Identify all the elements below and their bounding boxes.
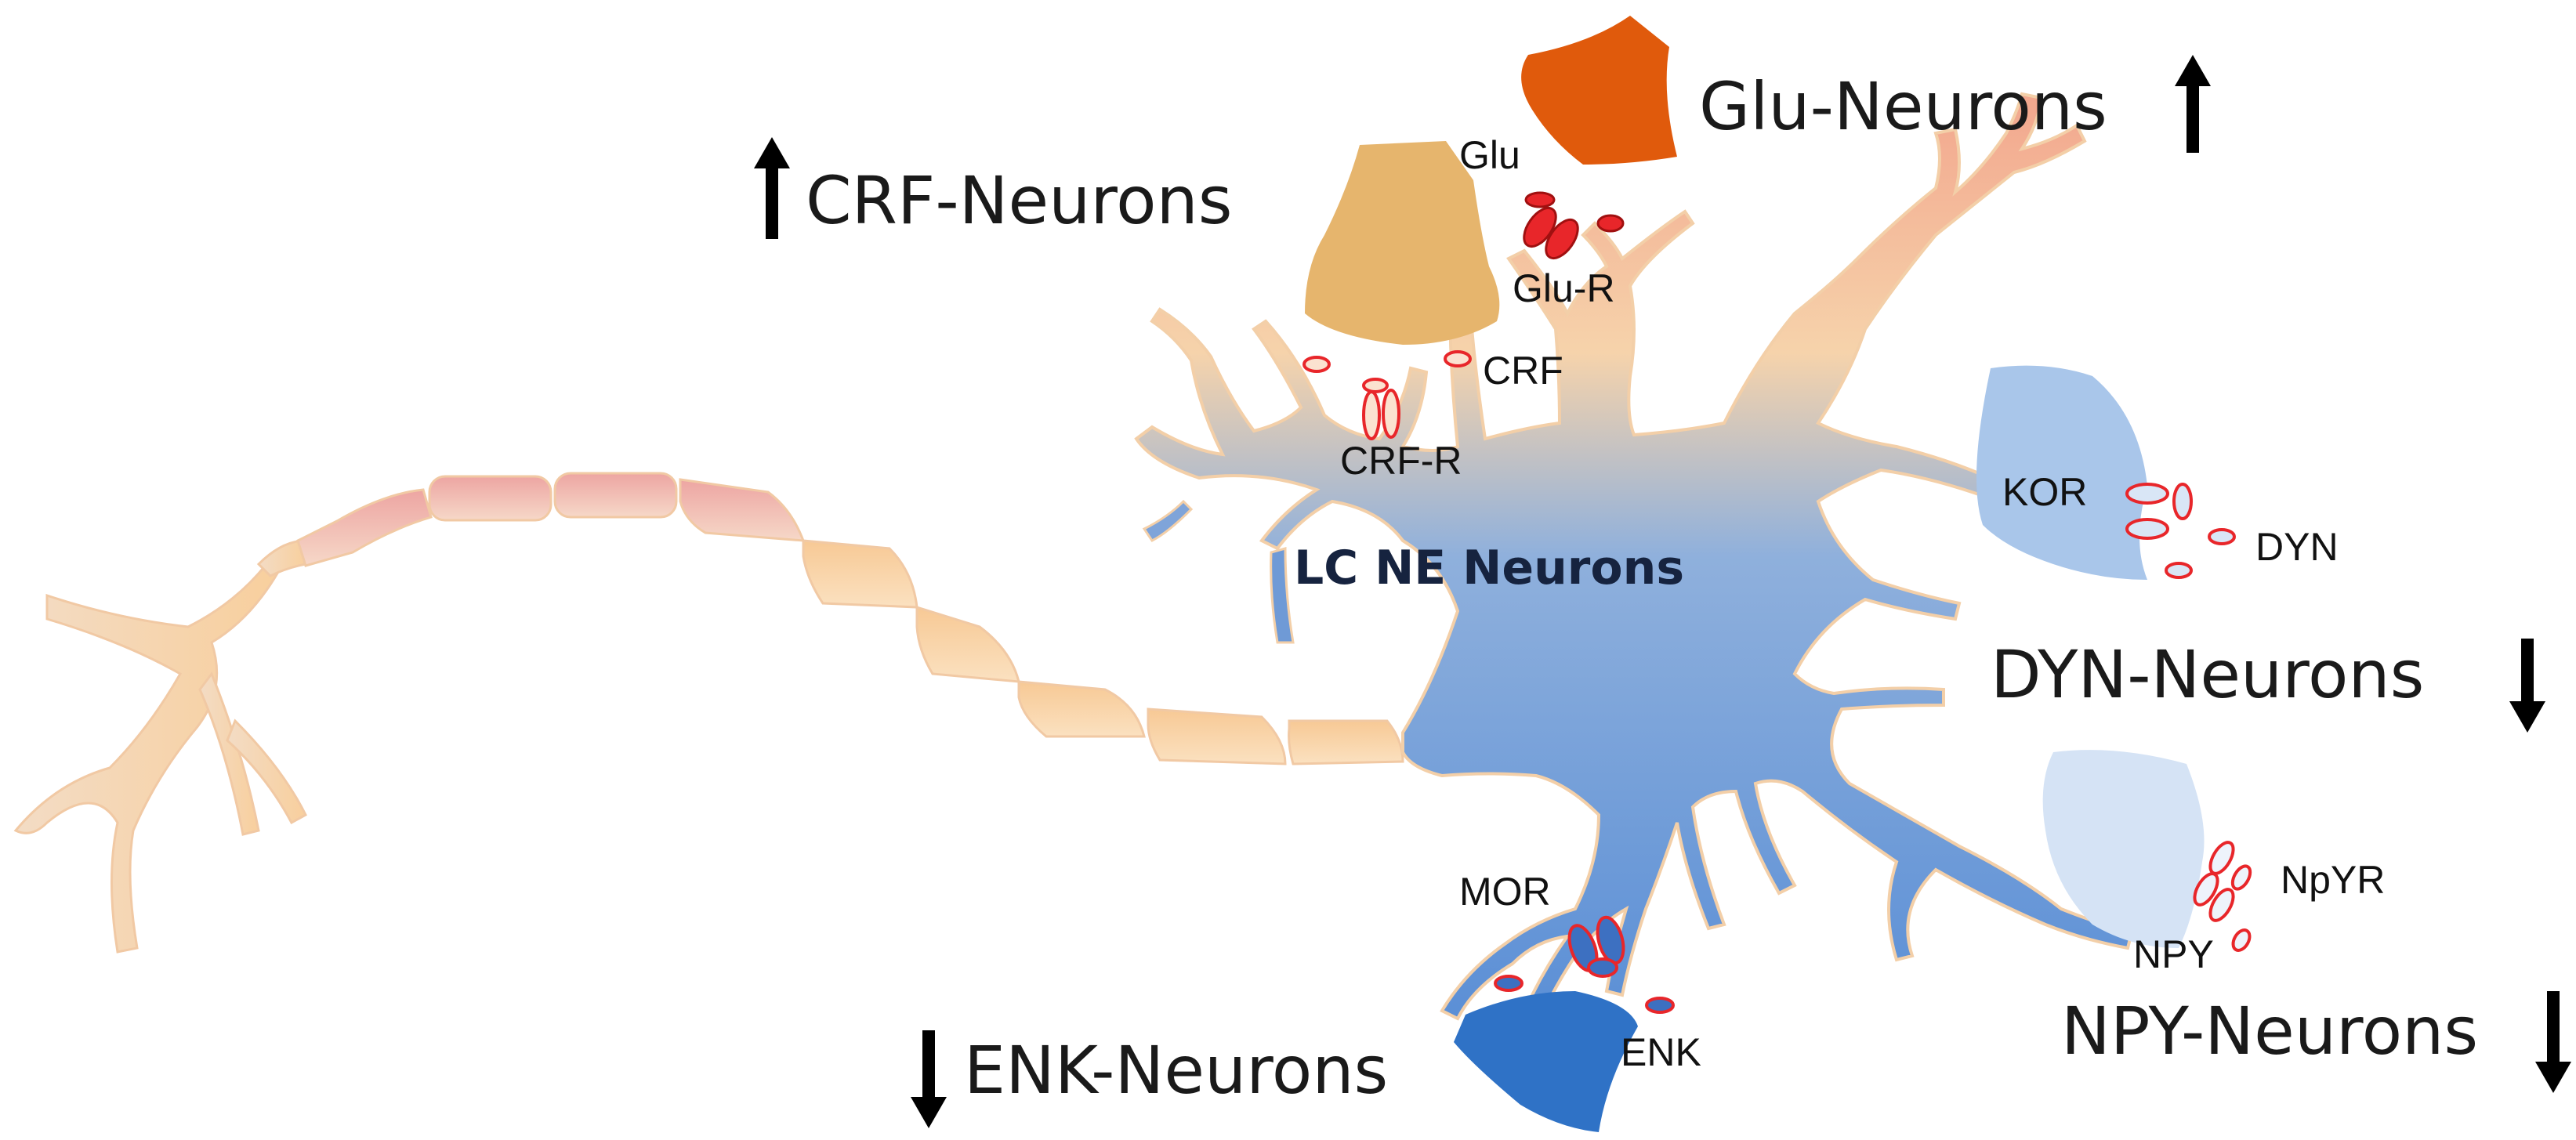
myelin-segment	[1147, 708, 1287, 765]
myelin-segment	[553, 472, 678, 519]
npy-receptor	[2208, 841, 2235, 875]
myelin-segment	[1017, 680, 1146, 738]
myelin-segment	[1288, 719, 1404, 765]
vesicle	[1524, 191, 1556, 208]
npy-terminal	[2042, 750, 2205, 948]
enk-label: ENK	[1621, 1030, 1701, 1074]
glu-r-label: Glu-R	[1513, 266, 1615, 310]
mor-receptor	[1587, 957, 1618, 978]
vesicle	[2230, 864, 2252, 891]
vesicle	[1494, 975, 1523, 992]
myelin-segment	[679, 478, 806, 542]
dyn-vesicles	[2125, 483, 2236, 579]
dyn-label: DYN	[2255, 525, 2339, 569]
axon-terminal-tree	[13, 539, 307, 954]
npyr-label: NpYR	[2281, 858, 2385, 902]
glu-receptor	[1523, 207, 1557, 248]
arrow-down-icon	[911, 1097, 947, 1128]
dendrite-left-tip	[1142, 499, 1194, 542]
glu-neurons-label: Glu-Neurons	[1699, 68, 2107, 145]
dyn-neurons-label: DYN-Neurons	[1991, 636, 2424, 713]
crf-terminal	[1305, 141, 1500, 345]
vesicle	[1302, 356, 1331, 373]
glu-label: Glu	[1459, 133, 1520, 177]
glu-terminal	[1521, 16, 1677, 165]
enk-neurons-label: ENK-Neurons	[964, 1032, 1388, 1109]
myelin-segment	[802, 539, 918, 609]
vesicle	[2231, 928, 2252, 952]
npy-receptor	[2193, 872, 2219, 907]
crf-label: CRF	[1483, 349, 1563, 393]
myelin-segment	[915, 605, 1020, 683]
glu-vesicles	[1523, 191, 1625, 259]
crf-r-label: CRF-R	[1340, 439, 1462, 483]
crf-receptor	[1362, 390, 1381, 440]
trend-arrows	[754, 55, 2571, 1128]
lc-ne-neuron	[1134, 92, 2134, 1021]
kor-receptor	[2125, 518, 2169, 540]
npy-label: NPY	[2133, 932, 2214, 976]
arrow-down-icon	[2509, 701, 2545, 733]
arrow-up-icon	[2175, 55, 2211, 86]
axon-branch-middle	[198, 671, 260, 836]
dendrite-left-lower	[1270, 547, 1295, 644]
myelin-sheath	[296, 472, 1404, 765]
vesicle	[1645, 997, 1675, 1014]
kor-receptor	[2125, 483, 2169, 505]
mor-label: MOR	[1459, 870, 1551, 914]
arrow-up-icon	[754, 137, 790, 168]
enk-vesicles	[1494, 915, 1675, 1014]
kor-label: KOR	[2002, 470, 2087, 514]
vesicle	[1444, 350, 1472, 367]
glu-receptor	[1545, 219, 1579, 259]
npy-neurons-label: NPY-Neurons	[2061, 993, 2478, 1069]
npy-vesicles	[2193, 841, 2252, 952]
myelin-segment	[296, 488, 433, 567]
dyn-terminal	[1976, 365, 2147, 580]
npy-receptor	[2208, 888, 2235, 922]
crf-vesicles	[1302, 350, 1472, 440]
arrow-down-icon	[2535, 1062, 2571, 1093]
myelin-segment	[428, 475, 553, 522]
center-label: LC NE Neurons	[1294, 541, 1684, 595]
enk-terminal	[1454, 991, 1638, 1132]
vesicle	[2208, 528, 2236, 545]
vesicle	[2165, 562, 2193, 579]
kor-receptor	[2172, 483, 2193, 520]
neuron-soma	[1134, 92, 2134, 1021]
vesicle	[1596, 214, 1625, 233]
vesicle	[1362, 378, 1389, 393]
crf-receptor	[1382, 389, 1400, 439]
axon-branch-right	[226, 718, 307, 825]
crf-neurons-label: CRF-Neurons	[806, 162, 1232, 239]
